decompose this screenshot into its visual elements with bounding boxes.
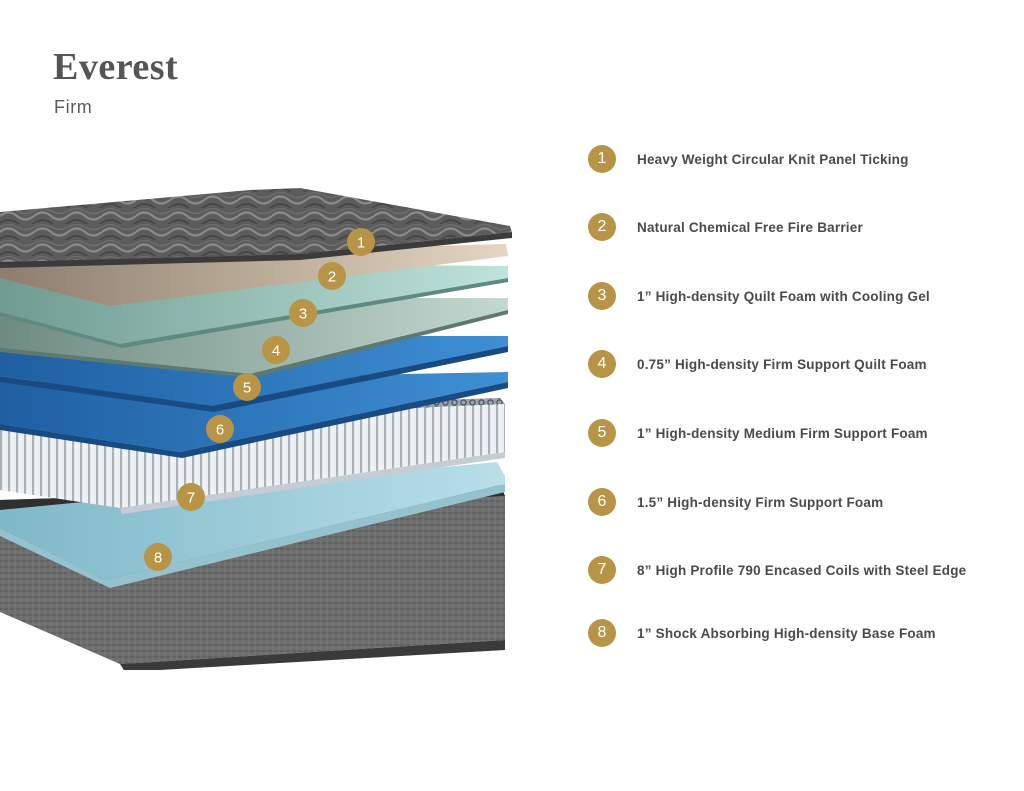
layer-badge-number: 8 [154, 550, 162, 567]
layer-badge-number: 3 [299, 306, 307, 323]
legend-item: 4 0.75” High-density Firm Support Quilt … [588, 350, 927, 378]
legend-number-badge: 4 [588, 350, 616, 378]
legend-label: 1” Shock Absorbing High-density Base Foa… [637, 625, 936, 641]
legend-label: 1” High-density Quilt Foam with Cooling … [637, 288, 930, 304]
layer-badge: 7 [177, 483, 205, 511]
legend-number-badge: 3 [588, 282, 616, 310]
legend-label: 1” High-density Medium Firm Support Foam [637, 425, 928, 441]
product-title: Everest [53, 46, 179, 88]
legend-number-badge: 8 [588, 619, 616, 647]
legend-number-badge: 5 [588, 419, 616, 447]
layer-badge: 3 [289, 299, 317, 327]
legend-item: 5 1” High-density Medium Firm Support Fo… [588, 419, 928, 447]
legend-number-badge: 6 [588, 488, 616, 516]
legend-label: 1.5” High-density Firm Support Foam [637, 494, 884, 510]
layer-badge: 1 [347, 228, 375, 256]
layer-1-ticking [0, 188, 512, 268]
layer-badge: 6 [206, 415, 234, 443]
mattress-layers-illustration: 1 2 3 4 5 6 7 8 [0, 188, 512, 670]
layer-badge: 5 [233, 373, 261, 401]
layer-badge-number: 4 [272, 343, 280, 360]
layer-badge: 2 [318, 262, 346, 290]
legend-item: 1 Heavy Weight Circular Knit Panel Ticki… [588, 145, 909, 173]
legend-item: 2 Natural Chemical Free Fire Barrier [588, 213, 863, 241]
legend-label: Natural Chemical Free Fire Barrier [637, 219, 863, 235]
firmness-subtitle: Firm [54, 97, 93, 117]
legend-item: 3 1” High-density Quilt Foam with Coolin… [588, 282, 930, 310]
layer-badge-number: 5 [243, 380, 251, 397]
legend-label: Heavy Weight Circular Knit Panel Ticking [637, 151, 909, 167]
layer-8-foam [0, 462, 505, 588]
layer-badge: 8 [144, 543, 172, 571]
layer-badge: 4 [262, 336, 290, 364]
legend-number-badge: 2 [588, 213, 616, 241]
legend-number-badge: 7 [588, 556, 616, 584]
layer-badge-number: 6 [216, 422, 224, 439]
layer-badge-number: 7 [187, 490, 195, 507]
legend-number-badge: 1 [588, 145, 616, 173]
legend-label: 0.75” High-density Firm Support Quilt Fo… [637, 356, 927, 372]
layer-badge-number: 1 [357, 235, 365, 252]
legend-label: 8” High Profile 790 Encased Coils with S… [637, 562, 967, 578]
layer-badge-number: 2 [328, 269, 336, 286]
legend-item: 7 8” High Profile 790 Encased Coils with… [588, 556, 966, 584]
legend-item: 8 1” Shock Absorbing High-density Base F… [588, 619, 936, 647]
legend-item: 6 1.5” High-density Firm Support Foam [588, 488, 883, 516]
